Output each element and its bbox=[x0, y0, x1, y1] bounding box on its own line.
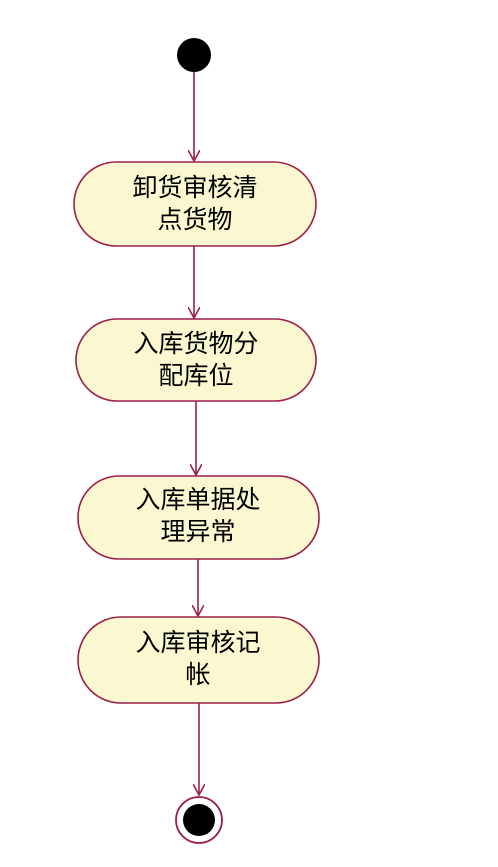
activity-label-line2: 帐 bbox=[185, 660, 210, 689]
activity-node: 入库审核记 帐 bbox=[77, 616, 320, 704]
final-node bbox=[175, 796, 223, 844]
final-node-core bbox=[183, 804, 215, 836]
activity-label-line1: 入库审核记 bbox=[135, 628, 260, 657]
activity-node: 入库单据处 理异常 bbox=[77, 475, 320, 560]
activity-label-line1: 入库货物分 bbox=[133, 329, 258, 358]
activity-label-line1: 卸货审核清 bbox=[132, 173, 257, 202]
activity-node: 卸货审核清 点货物 bbox=[73, 161, 317, 247]
activity-node: 入库货物分 配库位 bbox=[75, 318, 317, 402]
activity-shape bbox=[77, 616, 320, 704]
activity-label-line2: 配库位 bbox=[158, 361, 233, 390]
activity-shape bbox=[75, 318, 317, 402]
activity-shape bbox=[77, 475, 320, 560]
activity-label-line2: 理异常 bbox=[160, 517, 235, 546]
activity-label-line2: 点货物 bbox=[157, 205, 232, 234]
initial-node bbox=[177, 38, 211, 72]
activity-shape bbox=[73, 161, 317, 247]
activity-label-line1: 入库单据处 bbox=[135, 485, 260, 514]
